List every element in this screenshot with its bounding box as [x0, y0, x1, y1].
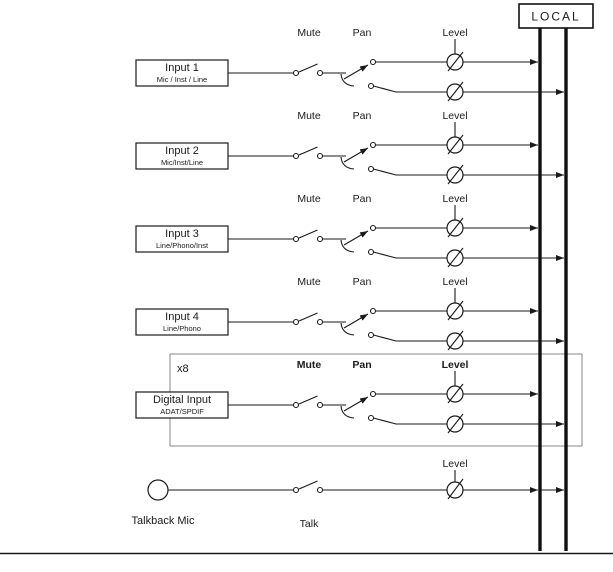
pan-label: Pan	[353, 110, 372, 122]
input-type-label: ADAT/SPDIF	[160, 407, 204, 416]
talk-label: Talk	[300, 518, 319, 530]
level-label: Level	[442, 193, 467, 205]
mute-label: Mute	[297, 193, 321, 205]
talkback-mic-label: Talkback Mic	[132, 515, 195, 527]
input-name-label: Input 4	[165, 311, 199, 323]
pan-label: Pan	[353, 193, 372, 205]
local-bus-label: LOCAL	[531, 10, 580, 24]
talkback-row: Level Talk Talkback Mic	[132, 458, 564, 530]
input-type-label: Line/Phono/Inst	[156, 241, 209, 250]
talkback-mic-icon	[147, 479, 169, 501]
input-name-label: Input 3	[165, 228, 199, 240]
pan-label: Pan	[352, 359, 371, 371]
talk-switch-lever	[298, 480, 318, 490]
mute-label: Mute	[297, 27, 321, 39]
input-name-label: Input 1	[165, 62, 199, 74]
input-name-label: Input 2	[165, 145, 199, 157]
pan-label: Pan	[353, 27, 372, 39]
channel-graphics	[136, 39, 564, 101]
level-label: Level	[442, 458, 467, 470]
mute-label: Mute	[297, 276, 321, 288]
channel-graphics	[136, 205, 564, 267]
local-bus: LOCAL	[518, 3, 594, 551]
level-label: Level	[442, 359, 469, 371]
channel-row-input-4: Input 4 Line/Phono Mute Pan Level	[136, 276, 564, 350]
local-bus-box	[518, 3, 594, 29]
level-label: Level	[442, 276, 467, 288]
talk-switch-contact	[316, 486, 324, 494]
digital-group-outline	[169, 353, 583, 447]
channel-row-input-3: Input 3 Line/Phono/Inst Mute Pan Level	[136, 193, 564, 267]
input-name-label: Digital Input	[153, 394, 211, 406]
level-label: Level	[442, 110, 467, 122]
channel-row-input-1: Input 1 Mic / Inst / Line Mute Pan Level	[136, 27, 564, 101]
mute-label: Mute	[297, 359, 322, 371]
input-type-label: Mic / Inst / Line	[157, 75, 207, 84]
mute-label: Mute	[297, 110, 321, 122]
input-type-label: Mic/Inst/Line	[161, 158, 203, 167]
channel-row-input-2: Input 2 Mic/Inst/Line Mute Pan Level	[136, 110, 564, 184]
channel-graphics	[136, 288, 564, 350]
level-pot-slash	[447, 478, 464, 500]
level-label: Level	[442, 27, 467, 39]
pan-label: Pan	[353, 276, 372, 288]
input-type-label: Line/Phono	[163, 324, 201, 333]
multiplier-label: x8	[177, 363, 189, 375]
talk-switch-contact	[292, 486, 300, 494]
channel-graphics	[136, 122, 564, 184]
channel-row-digital-input: x8 Digital Input ADAT/SPDIF Mute Pan Lev…	[136, 359, 564, 433]
